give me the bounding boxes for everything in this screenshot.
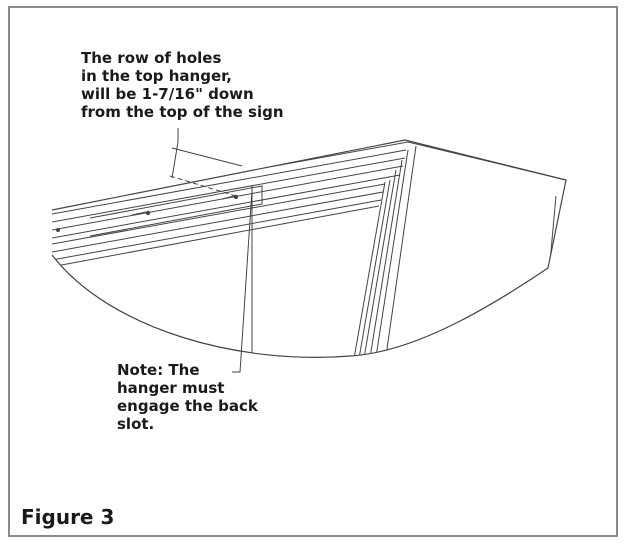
holes-callout-line: in the top hanger, (81, 67, 233, 85)
note-callout-line: slot. (117, 415, 155, 433)
detail-view-outline (51, 139, 567, 358)
frame-vertical-5 (373, 149, 409, 358)
frame-vertical-1 (351, 181, 386, 358)
top-rail-line-5 (52, 191, 384, 253)
hanger-plate (89, 185, 263, 237)
note-callout-line: Note: The (117, 361, 200, 379)
top-rail-line-3 (52, 174, 401, 239)
hole-mark-2 (221, 195, 235, 200)
holes-callout: The row of holes in the top hanger, will… (81, 49, 284, 121)
note-callout: Note: The hanger must engage the back sl… (117, 361, 258, 433)
holes-leader-line (171, 128, 179, 179)
holes-callout-line: from the top of the sign (81, 103, 284, 121)
hanger-hole-3 (56, 228, 60, 232)
top-rail-line-6 (52, 199, 382, 261)
hanger-hole-1 (145, 210, 151, 216)
sign-top-edge-inner (52, 149, 407, 215)
holes-callout-line: will be 1-7/16" down (81, 85, 254, 103)
top-rail-line-4 (52, 183, 386, 245)
hole-mark-1 (131, 211, 147, 216)
top-rail-line-7 (55, 205, 380, 267)
sign-top-edge (52, 141, 566, 207)
dimension-line (171, 147, 243, 167)
figure-caption: Figure 3 (21, 505, 115, 529)
holes-callout-line: The row of holes (81, 49, 222, 67)
note-callout-line: hanger must (117, 379, 225, 397)
note-leader-line (232, 189, 253, 373)
frame-vertical-3 (361, 169, 397, 358)
frame-vertical-6 (383, 145, 417, 358)
top-rail-line-1 (52, 157, 406, 223)
note-callout-line: engage the back (117, 397, 258, 415)
side-panel-edge (429, 140, 561, 177)
frame-vertical-4 (367, 159, 403, 358)
dimension-line-lower (169, 175, 237, 197)
side-panel-right (549, 195, 557, 263)
frame-vertical-2 (356, 179, 391, 358)
figure-frame (8, 6, 618, 537)
